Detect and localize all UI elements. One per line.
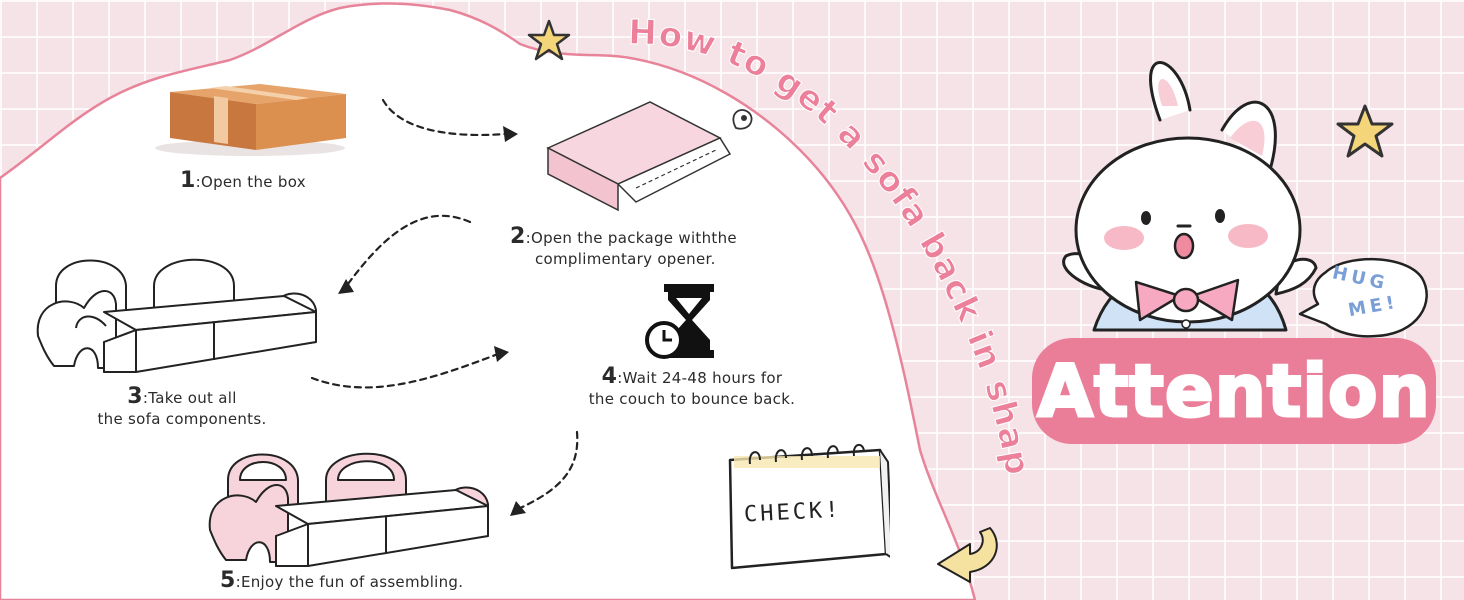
step-1-text: :Open the box — [195, 173, 306, 191]
box-illustration — [155, 84, 346, 156]
step-1-number: 1 — [180, 168, 196, 193]
check-text: CHECK! — [743, 497, 843, 528]
step-2-text2: complimentary opener. — [535, 250, 716, 268]
star-icon-right — [1336, 104, 1394, 158]
step-3-text: :Take out all — [142, 389, 237, 407]
step-2-number: 2 — [510, 224, 526, 249]
attention-text: Attention — [1036, 348, 1431, 435]
package-illustration — [546, 101, 753, 212]
white-sofa-illustration — [36, 258, 317, 373]
step-2-text: :Open the package withthe — [525, 229, 737, 247]
step-3-text2: the sofa components. — [97, 410, 267, 428]
hourglass-clock-icon — [645, 284, 714, 359]
step-2-label: 2:Open the package withthe complimentary… — [510, 226, 737, 270]
hug-me-bubble: HUG ME! — [1296, 252, 1434, 344]
step-5-number: 5 — [220, 568, 236, 593]
step-3-label: 3:Take out all the sofa components. — [82, 386, 282, 430]
attention-banner: Attention — [1032, 338, 1436, 444]
bunny-illustration — [1062, 61, 1318, 332]
star-icon — [527, 19, 571, 61]
step-4-text: :Wait 24-48 hours for — [617, 369, 783, 387]
step-4-number: 4 — [601, 364, 618, 389]
speech-bubble-icon — [1298, 257, 1428, 338]
step-1-label: 1:Open the box — [180, 170, 306, 193]
step-4-text2: the couch to bounce back. — [588, 390, 796, 408]
check-notepad: CHECK! — [720, 442, 890, 574]
step-3-number: 3 — [127, 384, 143, 409]
pink-sofa-illustration — [208, 452, 489, 567]
step-5-label: 5:Enjoy the fun of assembling. — [220, 570, 463, 593]
curved-arrow-icon — [937, 527, 998, 583]
step-4-label: 4:Wait 24-48 hours for the couch to boun… — [574, 366, 810, 410]
step-5-text: :Enjoy the fun of assembling. — [235, 573, 464, 591]
notepad-icon — [728, 444, 890, 570]
